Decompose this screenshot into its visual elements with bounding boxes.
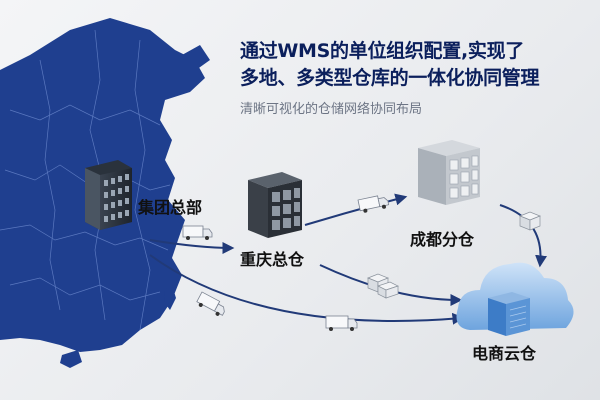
node-label-chengdu: 成都分仓 bbox=[410, 230, 475, 249]
hainan-island bbox=[60, 350, 82, 368]
taiwan-island bbox=[164, 285, 176, 310]
headline: 通过WMS的单位组织配置,实现了 多地、多类型仓库的一体化协同管理 bbox=[240, 38, 600, 92]
node-label-cloud: 电商云仓 bbox=[472, 344, 537, 363]
subtitle: 清晰可视化的仓储网络协同布局 bbox=[240, 102, 423, 117]
warehouse-icon bbox=[418, 140, 480, 205]
package-icon bbox=[519, 211, 541, 231]
cloud-warehouse-icon bbox=[456, 262, 574, 336]
truck-icon bbox=[325, 315, 358, 331]
truck-icon bbox=[182, 225, 213, 240]
node-label-hq: 集团总部 bbox=[138, 198, 203, 217]
truck-icon bbox=[196, 291, 225, 316]
node-label-chongqing: 重庆总仓 bbox=[240, 250, 305, 269]
office-building-icon bbox=[85, 160, 132, 230]
truck-icon bbox=[357, 195, 390, 213]
package-icon bbox=[367, 273, 399, 299]
warehouse-icon bbox=[248, 172, 302, 238]
headline-line-1: 通过WMS的单位组织配置,实现了 bbox=[240, 40, 524, 62]
headline-line-2: 多地、多类型仓库的一体化协同管理 bbox=[240, 67, 540, 89]
